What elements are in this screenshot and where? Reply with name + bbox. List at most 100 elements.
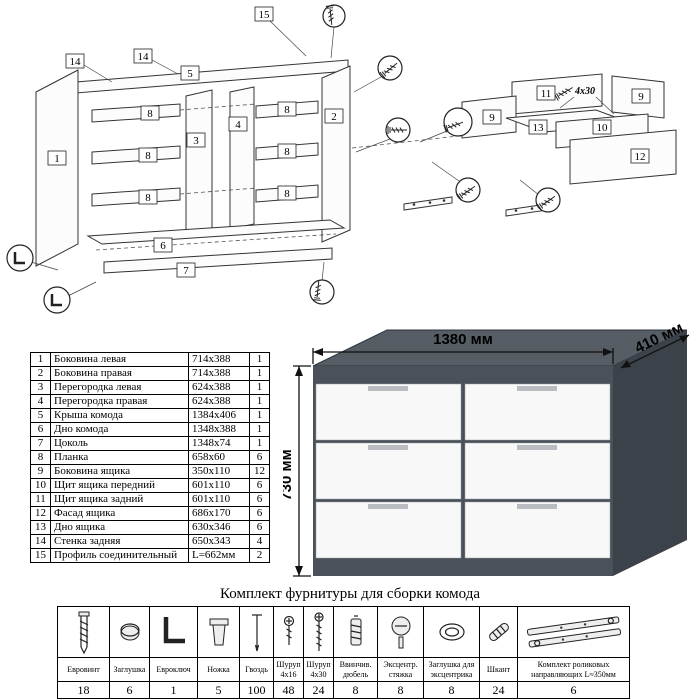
table-row: 15 Профиль соединительный L=662мм 2 [30,548,270,563]
part-qty: 12 [249,464,270,479]
part-name: Дно ящика [50,520,189,535]
part-label: 6 [160,240,166,252]
part-number: 5 [30,408,51,423]
part-partition-left [185,89,213,237]
table-row: 6 Дно комода 1348x388 1 [30,422,270,437]
part-number: 12 [30,506,51,521]
hardware-name: Гвоздь [239,657,274,682]
hardware-name: Евровинт [57,657,110,682]
dowel-screwin-icon [350,615,361,646]
part-label: 12 [635,151,646,163]
part-number: 9 [30,464,51,479]
part-label: 8 [284,188,290,200]
part-size: 1384x406 [188,408,250,423]
part-size: 350x110 [188,464,250,479]
dresser-side-face [613,330,687,576]
height-dimension: 730 мм [283,449,295,500]
part-plank [91,187,181,207]
part-number: 11 [30,492,51,507]
part-size: L=662мм [188,548,250,563]
hardware-name: Комплект роликовых направляющих L≈350мм [517,657,630,682]
drawer-front [464,383,611,441]
part-label: 8 [145,192,151,204]
hardware-icons-row [57,606,630,658]
hardware-name: Ножка [197,657,240,682]
hardware-name: Ввинчив. дюбель [333,657,378,682]
assembly-guides [95,103,459,251]
part-qty: 1 [249,352,270,367]
part-label: 4 [235,119,241,131]
part-size: 686x170 [188,506,250,521]
part-qty: 6 [249,492,270,507]
part-size: 1348x74 [188,436,250,451]
part-qty: 1 [249,422,270,437]
fastener-callout [535,187,561,213]
part-plank [91,145,181,165]
fastener-callout [6,244,34,272]
part-label: 14 [70,56,82,68]
part-label: 10 [597,122,609,134]
part-bottom [86,219,346,245]
part-name: Стенка задняя [50,534,189,549]
drawer-front [464,442,611,500]
roller-slides-icon [526,616,621,648]
part-name: Щит ящика задний [50,492,189,507]
cabinet-parts [35,59,351,274]
part-label: 5 [187,68,193,80]
hardware-name: Евроключ [149,657,198,682]
dresser-render: 1380 мм 730 мм 410 мм [283,319,690,577]
part-name: Крыша комода [50,408,189,423]
hardware-names-row: Евровинт Заглушка Евроключ Ножка Гвоздь … [57,657,630,682]
drawer-handle [368,445,408,450]
table-row: 8 Планка 658x60 6 [30,450,270,465]
nail-icon [251,614,262,652]
assembly-exploded-diagram: 1 2 3 4 5 6 7 8 8 8 8 8 8 9 9 10 11 12 1… [6,4,677,314]
table-row: 7 Цоколь 1348x74 1 [30,436,270,451]
hardware-qty: 100 [239,681,274,699]
part-qty: 6 [249,506,270,521]
hardware-qty: 24 [479,681,518,699]
part-label: 9 [638,91,644,103]
fastener-callouts [6,4,561,314]
table-row: 12 Фасад ящика 686x170 6 [30,506,270,521]
hexkey-icon [163,617,185,644]
part-plank [91,103,181,123]
table-row: 11 Щит ящика задний 601x110 6 [30,492,270,507]
fastener-callout [377,55,403,81]
hardware-table: Евровинт Заглушка Евроключ Ножка Гвоздь … [57,606,630,699]
part-number: 6 [30,422,51,437]
part-name: Профиль соединительный [50,548,189,563]
part-qty: 4 [249,534,270,549]
part-name: Перегородка левая [50,380,189,395]
screw-size-note: 4x30 [574,86,595,97]
part-name: Боковина левая [50,352,189,367]
part-name: Цоколь [50,436,189,451]
part-label: 13 [533,122,545,134]
part-size: 1348x388 [188,422,250,437]
part-name: Боковина ящика [50,464,189,479]
part-number: 7 [30,436,51,451]
drawer-handle [368,386,408,391]
part-qty: 6 [249,450,270,465]
cam-lock-icon [391,616,410,649]
leg-icon [209,618,228,646]
part-qty: 6 [249,478,270,493]
part-size: 624x388 [188,380,250,395]
euroscrew-icon [78,611,89,655]
hardware-name: Заглушка [109,657,150,682]
part-label: 1 [54,153,60,165]
hardware-qty: 8 [377,681,424,699]
part-label: 14 [138,51,150,63]
part-qty: 1 [249,394,270,409]
drawer-front [315,501,462,559]
table-row: 3 Перегородка левая 624x388 1 [30,380,270,395]
part-name: Боковина правая [50,366,189,381]
part-label: 8 [284,104,290,116]
hardware-name: Эксцентр. стяжка [377,657,424,682]
part-name: Перегородка правая [50,394,189,409]
part-number: 14 [30,534,51,549]
drawer-handle [368,504,408,509]
part-label: 2 [331,111,337,123]
part-label: 8 [145,150,151,162]
roller-rail [403,196,453,211]
